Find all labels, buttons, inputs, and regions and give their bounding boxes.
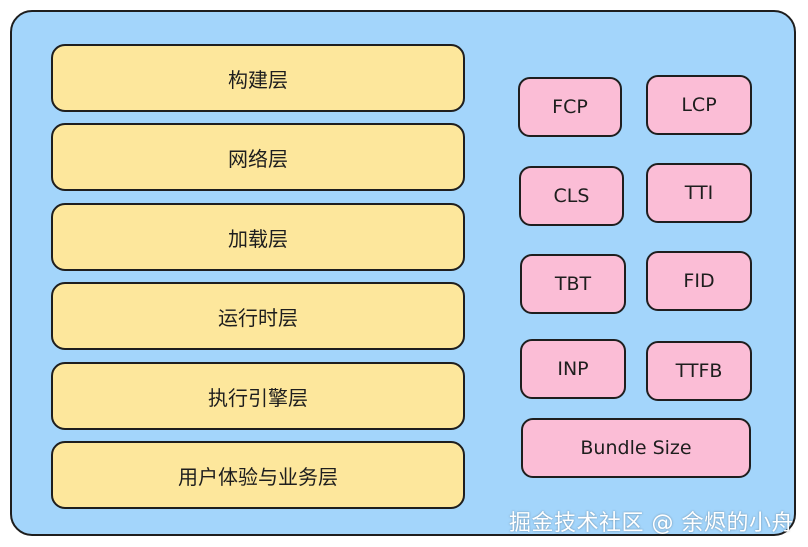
metric-label: CLS: [553, 185, 590, 207]
layer-label: 用户体验与业务层: [178, 464, 338, 489]
layer-runtime: 运行时层: [51, 282, 465, 350]
metric-label: TBT: [554, 273, 592, 295]
layer-execution-engine: 执行引擎层: [51, 362, 465, 430]
metric-label: Bundle Size: [580, 437, 692, 459]
layer-network: 网络层: [51, 123, 465, 191]
layer-loading: 加载层: [51, 203, 465, 271]
watermark-text: 掘金技术社区 @ 余烬的小舟: [509, 511, 794, 536]
metric-label: TTI: [684, 182, 714, 204]
layer-label: 执行引擎层: [208, 385, 308, 410]
metric-label: FID: [683, 270, 715, 292]
metric-bundle-size: Bundle Size: [521, 418, 751, 478]
metric-tbt: TBT: [520, 254, 626, 314]
layer-label: 运行时层: [218, 305, 298, 330]
metric-label: TTFB: [675, 360, 723, 382]
layer-label: 构建层: [228, 67, 288, 92]
layer-user-experience-business: 用户体验与业务层: [51, 441, 465, 509]
metric-label: FCP: [552, 96, 588, 118]
metric-lcp: LCP: [646, 75, 752, 135]
metric-fcp: FCP: [518, 77, 622, 137]
layer-label: 加载层: [228, 226, 288, 251]
metric-tti: TTI: [646, 163, 752, 223]
metric-cls: CLS: [519, 166, 624, 226]
layer-build: 构建层: [51, 44, 465, 112]
metric-inp: INP: [520, 339, 626, 399]
layer-label: 网络层: [228, 146, 288, 171]
metric-label: LCP: [681, 94, 717, 116]
metric-label: INP: [557, 358, 589, 380]
metric-ttfb: TTFB: [646, 341, 752, 401]
metric-fid: FID: [646, 251, 752, 311]
